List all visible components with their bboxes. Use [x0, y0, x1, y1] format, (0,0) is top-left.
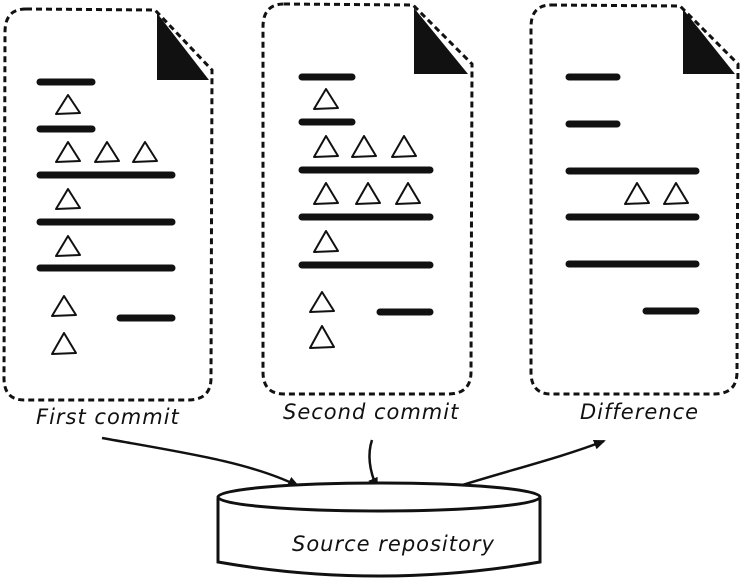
arrow-icon	[101, 436, 300, 488]
source-repository-label: Source repository	[292, 532, 495, 556]
triangle-icon	[309, 325, 335, 349]
triangle-icon	[55, 188, 81, 210]
triangle-icon	[132, 141, 158, 163]
flow-arrows	[101, 436, 606, 490]
difference-document	[529, 3, 740, 396]
repository-body	[216, 498, 542, 578]
document-corner-fold	[414, 8, 468, 74]
document-outline	[529, 3, 740, 396]
second-commit-triangles	[309, 88, 421, 349]
difference-content	[565, 73, 700, 315]
triangle-icon	[624, 182, 650, 205]
triangle-icon	[355, 182, 381, 205]
triangle-icon	[663, 182, 689, 205]
second-commit-document	[261, 2, 474, 396]
document-outline	[261, 2, 474, 396]
triangle-icon	[309, 291, 335, 313]
triangle-icon	[395, 182, 421, 205]
source-repository	[216, 481, 542, 578]
triangle-icon	[351, 135, 377, 158]
triangle-icon	[313, 182, 339, 205]
first-commit-triangles	[51, 94, 158, 355]
difference-triangles	[624, 182, 689, 205]
second-commit-content	[298, 73, 434, 316]
triangle-icon	[51, 332, 77, 355]
triangle-icon	[391, 135, 417, 158]
arrow-icon	[455, 439, 606, 489]
first-commit-document	[2, 7, 214, 402]
arrow-icon	[368, 439, 379, 490]
triangle-icon	[55, 141, 81, 163]
document-corner-fold	[157, 13, 209, 80]
triangle-icon	[94, 141, 120, 163]
triangle-icon	[313, 88, 339, 110]
repository-top	[216, 481, 542, 513]
triangle-icon	[313, 230, 339, 253]
first-commit-content	[36, 78, 176, 322]
triangle-icon	[55, 94, 81, 115]
triangle-icon	[313, 135, 339, 158]
first-commit-label: First commit	[36, 405, 180, 429]
triangle-icon	[51, 295, 77, 317]
triangle-icon	[55, 235, 81, 257]
document-corner-fold	[683, 9, 735, 74]
difference-label: Difference	[580, 400, 700, 424]
second-commit-label: Second commit	[283, 400, 460, 424]
document-outline	[2, 7, 214, 402]
